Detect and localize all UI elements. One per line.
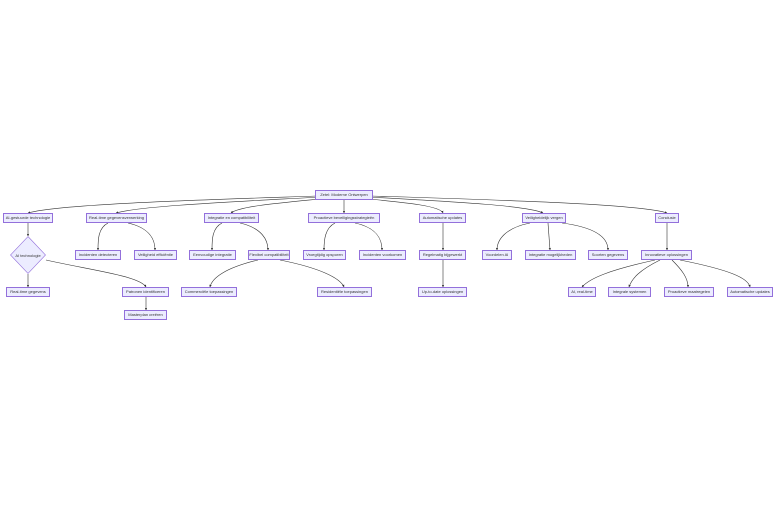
- node-residentiele: Residentiële toepassingen: [317, 287, 372, 297]
- node-regelmatig: Regelmatig bijgewerkt: [419, 250, 466, 260]
- node-veiligheid-eff: Veiligheid efficiëntie: [134, 250, 177, 260]
- edge-flexibel-commerciele: [209, 259, 259, 288]
- node-uptodate: Up-to-date oplossingen: [418, 287, 467, 297]
- edge-root-veiligheid: [367, 196, 544, 214]
- node-vroegtijdig: Vroegtijdig opsporen: [303, 250, 346, 260]
- edge-root-ai-tech: [27, 195, 317, 214]
- node-realtime: Real-time gegevensverwerking: [86, 213, 147, 223]
- edge-veiligheid-voordelen: [495, 222, 531, 251]
- node-masterplan: Masterplan creëren: [124, 310, 167, 320]
- node-eenvoudig: Eenvoudige integratie: [189, 250, 236, 260]
- node-realtime-geg: Real-time gegevens: [6, 287, 50, 297]
- edge-integratie-flexibel: [239, 222, 270, 251]
- edge-innovatieve-ai-realtime: [581, 259, 656, 288]
- edge-root-updates: [359, 197, 444, 214]
- edge-diamond-patronen: [45, 259, 147, 288]
- edge-root-conclusie: [371, 195, 668, 214]
- edge-flexibel-residentiele: [279, 259, 345, 288]
- node-soorten: Soorten gegevens: [588, 250, 628, 260]
- edge-root-integratie: [230, 197, 331, 214]
- decision-diamond-shape: [10, 236, 46, 274]
- edge-innovatieve-auto-updates: [679, 259, 751, 288]
- edge-realtime-veiligheid-eff: [127, 222, 157, 251]
- edge-veiligheid-integratie-mog: [547, 222, 552, 251]
- node-voordelen: Voordelen AI: [482, 250, 512, 260]
- node-root: Zetel: Moderne Ontwerpen: [315, 190, 373, 200]
- node-integratie-mog: Integratie mogelijkheden: [525, 250, 576, 260]
- node-incidenten2: Incidenten voorkomen: [359, 250, 406, 260]
- node-patronen: Patronen identificeren: [122, 287, 169, 297]
- node-updates: Automatische updates: [419, 213, 466, 223]
- node-commerciele: Commerciële toepassingen: [181, 287, 237, 297]
- edge-innovatieve-proactieve: [671, 259, 690, 288]
- node-auto-updates2: Automatische updates: [727, 287, 773, 297]
- node-flexibel: Flexibel compatibiliteit: [248, 250, 290, 260]
- node-innovatieve: Innovatieve oplossingen: [641, 250, 692, 260]
- edge-integratie-eenvoudig: [210, 222, 223, 251]
- node-incidenten1: Incidenten detecteren: [75, 250, 121, 260]
- node-ai-tech: AI-gestuurde technologie: [3, 213, 53, 223]
- edge-proactief-incidenten2: [354, 222, 384, 251]
- node-proactieve-str: Proactieve maatregelen: [664, 287, 714, 297]
- edge-innovatieve-integrale: [628, 259, 661, 288]
- node-integratie: Integratie en compatibiliteit: [204, 213, 259, 223]
- edge-root-realtime: [115, 196, 321, 214]
- node-ai-diamond: AI technologie: [10, 236, 46, 274]
- edge-veiligheid-soorten: [561, 222, 610, 251]
- node-veiligheid: Veiligheidelijk vergen: [522, 213, 566, 223]
- node-conclusie: Conclusie: [655, 213, 679, 223]
- edge-realtime-incidenten1: [96, 222, 109, 251]
- node-proactief: Proactieve beveiligingsstrategieën: [308, 213, 380, 223]
- edge-proactief-vroegtijdig: [322, 222, 336, 251]
- node-ai-realtime: AI, real-time: [568, 287, 596, 297]
- node-integrale: Integrale systemen: [608, 287, 651, 297]
- decision-diamond-label: AI technologie: [15, 252, 41, 258]
